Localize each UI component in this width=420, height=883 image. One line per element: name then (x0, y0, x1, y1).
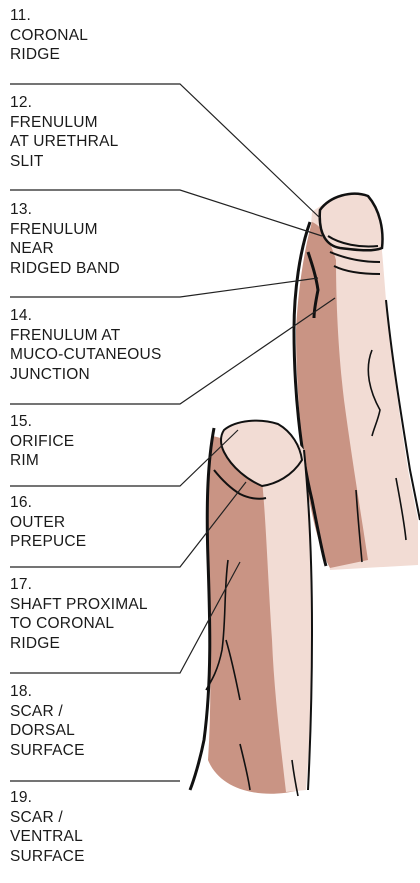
label-text: RIDGE (10, 634, 200, 654)
label-text: OUTER (10, 513, 200, 533)
label-number: 12. (10, 93, 200, 113)
label-text: RIDGE (10, 45, 200, 65)
label-text: SURFACE (10, 847, 200, 867)
label-text: SLIT (10, 152, 200, 172)
label-18: 18. SCAR / DORSAL SURFACE (10, 682, 200, 760)
lower-figure (190, 421, 312, 796)
label-text: NEAR (10, 239, 200, 259)
label-text: SCAR / (10, 808, 200, 828)
label-17: 17. SHAFT PROXIMAL TO CORONAL RIDGE (10, 575, 200, 653)
label-text: SURFACE (10, 741, 200, 761)
label-text: MUCO-CUTANEOUS (10, 345, 200, 365)
leader-line-13 (10, 278, 318, 297)
label-text: DORSAL (10, 721, 200, 741)
label-text: AT URETHRAL (10, 132, 200, 152)
label-19: 19. SCAR / VENTRAL SURFACE (10, 788, 200, 866)
label-number: 18. (10, 682, 200, 702)
label-text: SHAFT PROXIMAL (10, 595, 200, 615)
label-text: PREPUCE (10, 532, 200, 552)
upper-figure (294, 194, 420, 570)
label-number: 16. (10, 493, 200, 513)
label-text: RIDGED BAND (10, 259, 200, 279)
label-text: VENTRAL (10, 827, 200, 847)
label-number: 13. (10, 200, 200, 220)
label-text: RIM (10, 451, 200, 471)
label-text: JUNCTION (10, 365, 200, 385)
label-text: FRENULUM (10, 220, 200, 240)
label-text: TO CORONAL (10, 614, 200, 634)
label-number: 11. (10, 6, 200, 26)
label-15: 15. ORIFICE RIM (10, 412, 200, 471)
label-text: SCAR / (10, 702, 200, 722)
label-14: 14. FRENULUM AT MUCO-CUTANEOUS JUNCTION (10, 306, 200, 384)
label-text: ORIFICE (10, 432, 200, 452)
label-text: CORONAL (10, 26, 200, 46)
label-number: 19. (10, 788, 200, 808)
label-11: 11. CORONAL RIDGE (10, 6, 200, 65)
label-number: 17. (10, 575, 200, 595)
label-text: FRENULUM (10, 113, 200, 133)
label-12: 12. FRENULUM AT URETHRAL SLIT (10, 93, 200, 171)
label-13: 13. FRENULUM NEAR RIDGED BAND (10, 200, 200, 278)
label-number: 14. (10, 306, 200, 326)
label-number: 15. (10, 412, 200, 432)
upper-glans (320, 194, 383, 251)
label-16: 16. OUTER PREPUCE (10, 493, 200, 552)
label-text: FRENULUM AT (10, 326, 200, 346)
